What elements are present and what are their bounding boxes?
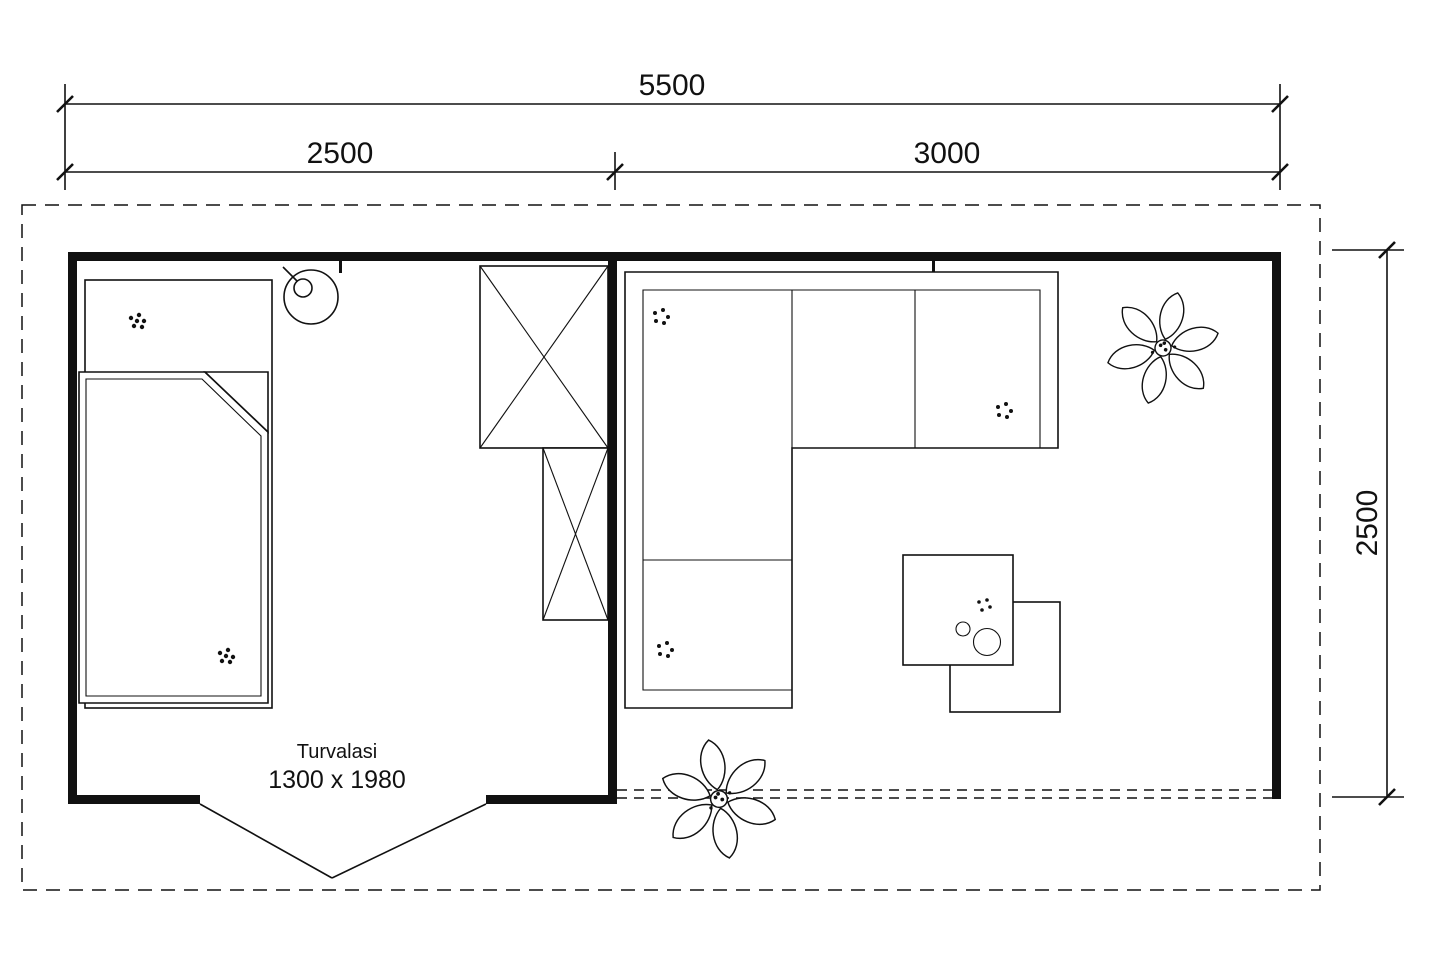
sofa-cushion-dots-3 [657, 641, 674, 658]
bed-blanket [78, 371, 269, 704]
table-cup-large [972, 627, 1002, 657]
plant-bottom [651, 729, 787, 869]
wall-middle [608, 252, 617, 804]
corner-sofa [624, 271, 1059, 709]
wall-top [68, 252, 1281, 261]
wall-bottom-left-a [68, 795, 200, 804]
sofa-cushion-dots-2 [996, 402, 1013, 419]
bed [78, 279, 273, 709]
sofa-backrest-line [642, 289, 1041, 691]
door-size-label: 1300 x 1980 [268, 766, 406, 794]
blanket-dots [217, 647, 236, 665]
dim-label-depth: 2500 [1351, 490, 1384, 557]
table-dots [977, 598, 992, 612]
pillow-dots [128, 312, 147, 330]
coffee-table-upper [902, 554, 1014, 666]
wall-bottom-left-b [486, 795, 617, 804]
table-cup-small [955, 621, 971, 637]
dim-label-right-section: 3000 [914, 137, 981, 170]
wall-right [1272, 252, 1281, 799]
dimension-total-width: 5500 [56, 69, 1289, 190]
sofa-cushion-dots-1 [653, 308, 670, 325]
dim-label-left-section: 2500 [307, 137, 374, 170]
plant-top-right [1094, 278, 1232, 418]
deck-outline-dashed [21, 204, 1321, 891]
coffee-table [902, 554, 1061, 713]
door-type-label: Turvalasi [297, 741, 377, 763]
dimension-sections: 2500 3000 [56, 137, 1289, 190]
bed-blanket-folded-corner [203, 371, 269, 434]
glass-door-swing [199, 803, 487, 879]
dim-label-total-width: 5500 [639, 69, 706, 102]
walls [68, 252, 1281, 804]
dimension-depth: 2500 [1332, 241, 1404, 806]
wall-joint-tick-1 [339, 261, 342, 273]
wall-joint-tick-2 [932, 261, 935, 273]
wardrobe-xbox-large [479, 265, 609, 449]
wall-left [68, 252, 77, 804]
wardrobe-xbox-small [542, 447, 609, 621]
bed-blanket-inner-line [85, 378, 262, 697]
wall-clock-symbol [282, 266, 339, 325]
glass-door-label: Turvalasi 1300 x 1980 [268, 741, 406, 794]
